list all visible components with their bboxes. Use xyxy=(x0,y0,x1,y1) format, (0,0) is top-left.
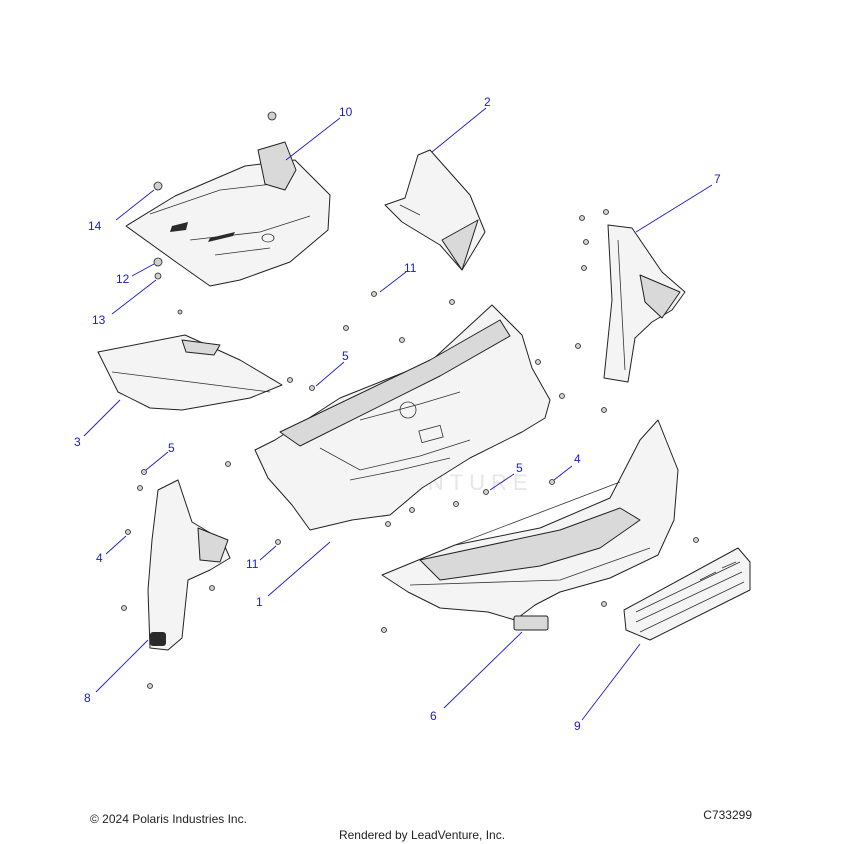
callout-5-upper[interactable]: 5 xyxy=(342,349,349,363)
callout-10[interactable]: 10 xyxy=(339,105,353,119)
callout-2[interactable]: 2 xyxy=(484,95,491,109)
copyright-text: © 2024 Polaris Industries Inc. xyxy=(90,812,247,826)
hood-part[interactable] xyxy=(125,141,331,287)
callout-12[interactable]: 12 xyxy=(116,272,130,286)
callout-11-upper[interactable]: 11 xyxy=(404,261,417,275)
callout-9[interactable]: 9 xyxy=(574,719,581,733)
callout-11-lower[interactable]: 11 xyxy=(246,557,259,571)
grille-part[interactable] xyxy=(623,547,751,641)
callout-numbers: 10 2 7 14 12 11 13 5 3 5 4 5 4 11 1 6 8 … xyxy=(74,95,721,733)
callout-5-center[interactable]: 5 xyxy=(516,461,523,475)
callout-3[interactable]: 3 xyxy=(74,435,81,449)
callout-8[interactable]: 8 xyxy=(84,691,91,705)
callout-14[interactable]: 14 xyxy=(88,219,102,233)
left-panel-part[interactable] xyxy=(97,334,283,411)
right-side-panel-part[interactable] xyxy=(603,224,686,383)
fasteners xyxy=(121,111,699,689)
rendered-by-text: Rendered by LeadVenture, Inc. xyxy=(338,828,506,842)
hood-panel-part[interactable] xyxy=(384,149,486,271)
front-bumper-part[interactable] xyxy=(381,419,679,631)
callout-6[interactable]: 6 xyxy=(430,709,437,723)
drawing-number: C733299 xyxy=(703,808,752,822)
callout-1[interactable]: 1 xyxy=(256,595,263,609)
callout-4-left[interactable]: 4 xyxy=(96,551,103,565)
callout-5-left[interactable]: 5 xyxy=(168,441,175,455)
left-fender-part[interactable] xyxy=(147,479,231,651)
leader-lines xyxy=(83,107,713,721)
main-frame-part[interactable] xyxy=(254,304,551,531)
callout-13[interactable]: 13 xyxy=(92,313,106,327)
callout-7[interactable]: 7 xyxy=(714,172,721,186)
callout-4-right[interactable]: 4 xyxy=(574,452,581,466)
